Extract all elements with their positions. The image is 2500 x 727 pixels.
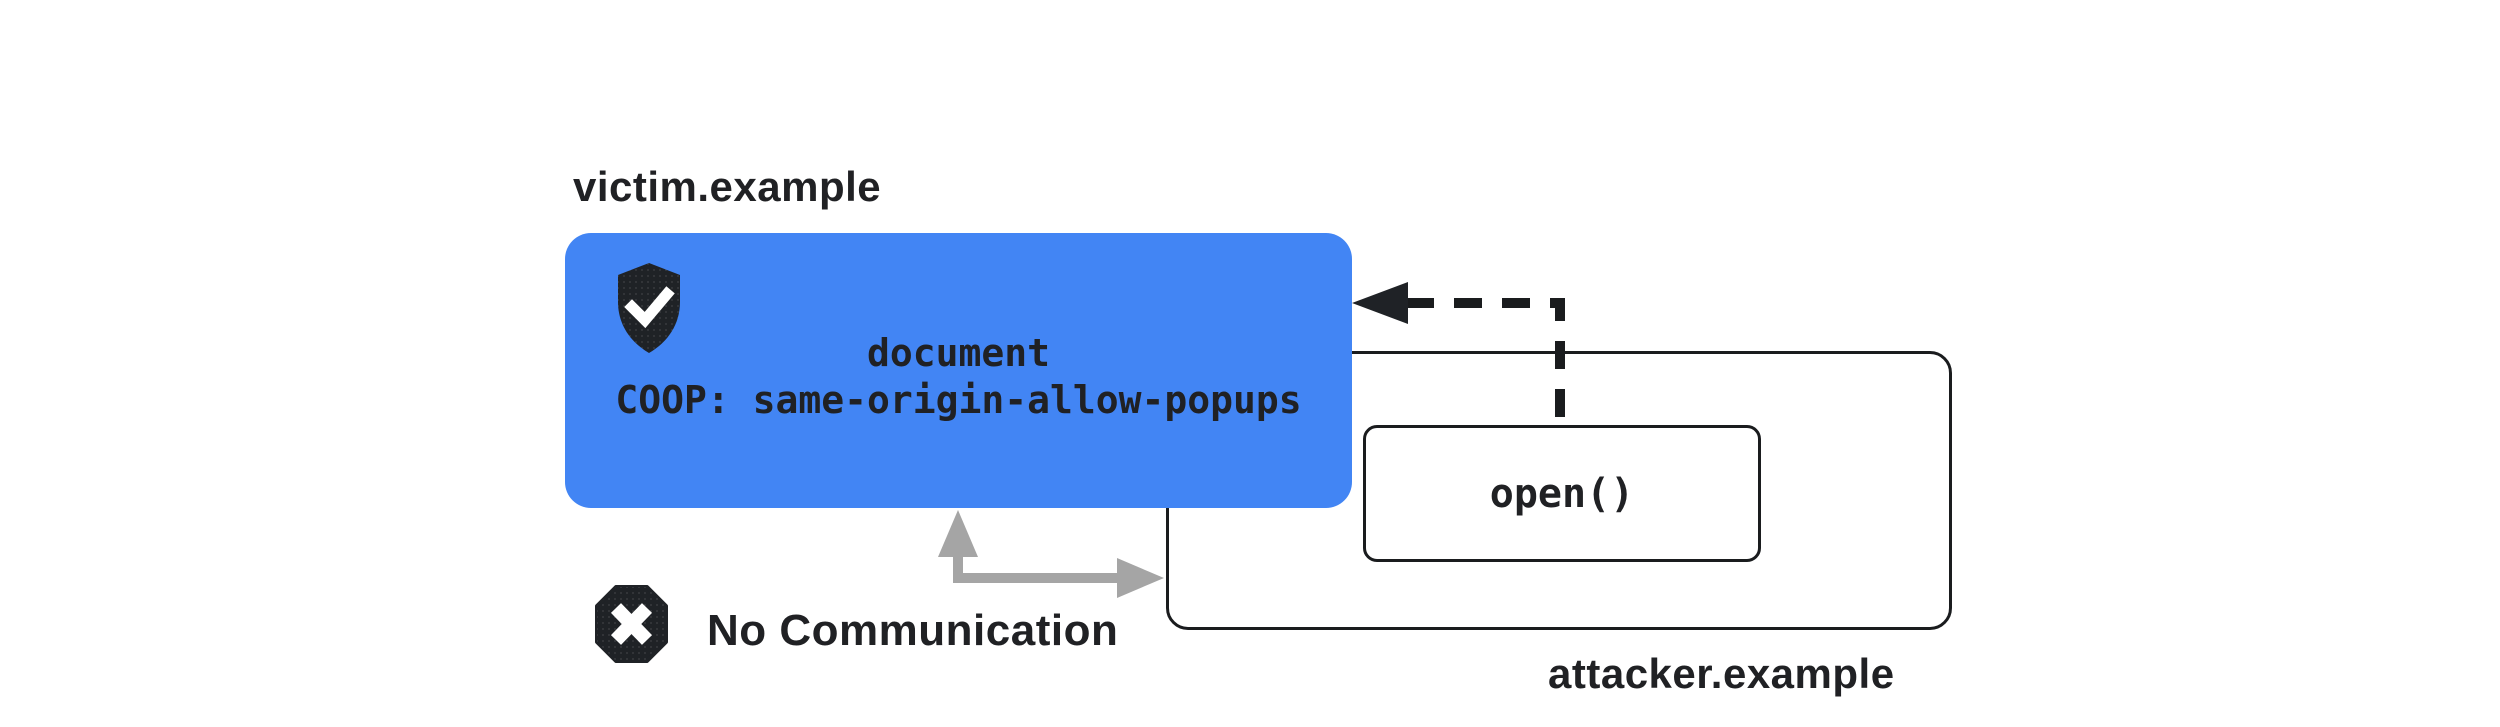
victim-box-text: document COOP: same-origin-allow-popups bbox=[565, 330, 1352, 424]
gray-elbow-arrow bbox=[938, 510, 1164, 598]
no-communication-label: No Communication bbox=[707, 606, 1119, 655]
shield-check-icon bbox=[618, 263, 680, 353]
victim-document-box: document COOP: same-origin-allow-popups bbox=[565, 233, 1352, 508]
open-call-label: open() bbox=[1489, 470, 1635, 517]
victim-domain-label: victim.example bbox=[573, 163, 882, 210]
open-call-box: open() bbox=[1363, 425, 1761, 562]
coop-policy-label: COOP: same-origin-allow-popups bbox=[615, 378, 1302, 422]
document-label: document bbox=[866, 331, 1051, 375]
attacker-domain-label: attacker.example bbox=[1548, 650, 1895, 697]
octagon-x-icon bbox=[595, 585, 668, 663]
